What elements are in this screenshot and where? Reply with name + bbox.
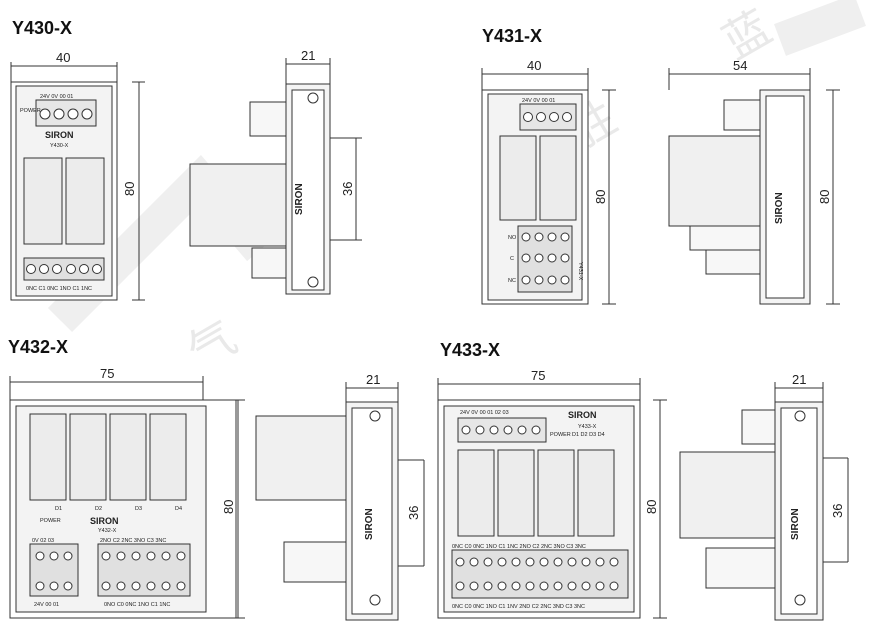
y433-model: Y433-X bbox=[578, 424, 597, 430]
y432-bottom-right: 0NO C0 0NC 1NO C1 1NC bbox=[104, 602, 170, 608]
y430-brand: SIRON bbox=[45, 130, 74, 140]
y433-width-dim: 75 bbox=[531, 368, 545, 383]
y432-bottom-left: 24V 00 01 bbox=[34, 602, 59, 608]
y433-height-dim: 80 bbox=[644, 500, 659, 514]
y432-power: POWER bbox=[40, 518, 61, 524]
y430-side-view bbox=[189, 58, 362, 295]
y431-row-nc: NC bbox=[508, 278, 516, 284]
y432-top-right: 2NO C2 2NC 3NO C3 3NC bbox=[100, 538, 166, 544]
y430-side-brand: SIRON bbox=[294, 183, 305, 215]
y431-side-label: Y431-X bbox=[577, 262, 583, 281]
y430-top-label: 24V 0V 00 01 bbox=[40, 94, 73, 100]
y430-width-dim: 40 bbox=[56, 50, 70, 65]
y432-relay-d3: D3 bbox=[135, 506, 142, 512]
y433-side-view bbox=[679, 382, 849, 621]
y431-side-height-dim: 80 bbox=[817, 190, 832, 204]
y431-row-no: NO bbox=[508, 235, 517, 241]
y431-front-view bbox=[481, 68, 616, 305]
y432-relay-d4: D4 bbox=[175, 506, 182, 512]
y431-side-width-dim: 54 bbox=[733, 58, 747, 73]
y430-rail-dim: 36 bbox=[340, 182, 355, 196]
title-y432: Y432-X bbox=[8, 337, 69, 357]
y432-side-brand: SIRON bbox=[364, 508, 375, 540]
y430-bottom-label: 0NC C1 0NC 1NO C1 1NC bbox=[26, 286, 92, 292]
y432-height-dim: 80 bbox=[221, 500, 236, 514]
y432-side-view bbox=[255, 382, 425, 621]
y433-bottom-label-2: 0NC C0 0NC 1NO C1 1NV 2ND C2 2NC 3ND C3 … bbox=[452, 604, 585, 610]
y432-relay-d1: D1 bbox=[55, 506, 62, 512]
y433-top-label: 24V 0V 00 01 02 03 bbox=[460, 410, 509, 416]
y431-side-view bbox=[668, 68, 840, 305]
title-y430: Y430-X bbox=[12, 18, 73, 38]
y432-front-view bbox=[9, 376, 245, 619]
y431-row-c: C bbox=[510, 256, 514, 262]
y432-rail-dim: 36 bbox=[406, 506, 421, 520]
y432-brand: SIRON bbox=[90, 516, 119, 526]
y433-leds: D1 D2 D3 D4 bbox=[572, 432, 605, 438]
y433-brand: SIRON bbox=[568, 410, 597, 420]
y432-relay-d2: D2 bbox=[95, 506, 102, 512]
y432-width-dim: 75 bbox=[100, 366, 114, 381]
title-y431: Y431-X bbox=[482, 26, 543, 46]
y430-front-view bbox=[10, 62, 145, 301]
y432-top-left: 0V 02 03 bbox=[32, 538, 54, 544]
y430-height-dim: 80 bbox=[122, 182, 137, 196]
y433-front-view bbox=[437, 378, 667, 619]
watermark-char-4: 气 bbox=[179, 311, 245, 379]
y433-rail-dim: 36 bbox=[830, 504, 845, 518]
y433-power: POWER bbox=[550, 432, 571, 438]
y432-model: Y432-X bbox=[98, 528, 117, 534]
y433-side-width-dim: 21 bbox=[792, 372, 806, 387]
y431-width-dim: 40 bbox=[527, 58, 541, 73]
y432-side-width-dim: 21 bbox=[366, 372, 380, 387]
y430-power: POWER bbox=[20, 108, 41, 114]
y433-side-brand: SIRON bbox=[790, 508, 801, 540]
y431-top-label: 24V 0V 00 01 bbox=[522, 98, 555, 104]
y430-model: Y430-X bbox=[50, 143, 69, 149]
y431-side-brand: SIRON bbox=[774, 192, 785, 224]
y433-bottom-label: 0NC C0 0NC 1NO C1 1NC 2NO C2 2NC 3NO C3 … bbox=[452, 544, 586, 550]
title-y433: Y433-X bbox=[440, 340, 501, 360]
y431-height-dim: 80 bbox=[593, 190, 608, 204]
y430-side-width-dim: 21 bbox=[301, 48, 315, 63]
